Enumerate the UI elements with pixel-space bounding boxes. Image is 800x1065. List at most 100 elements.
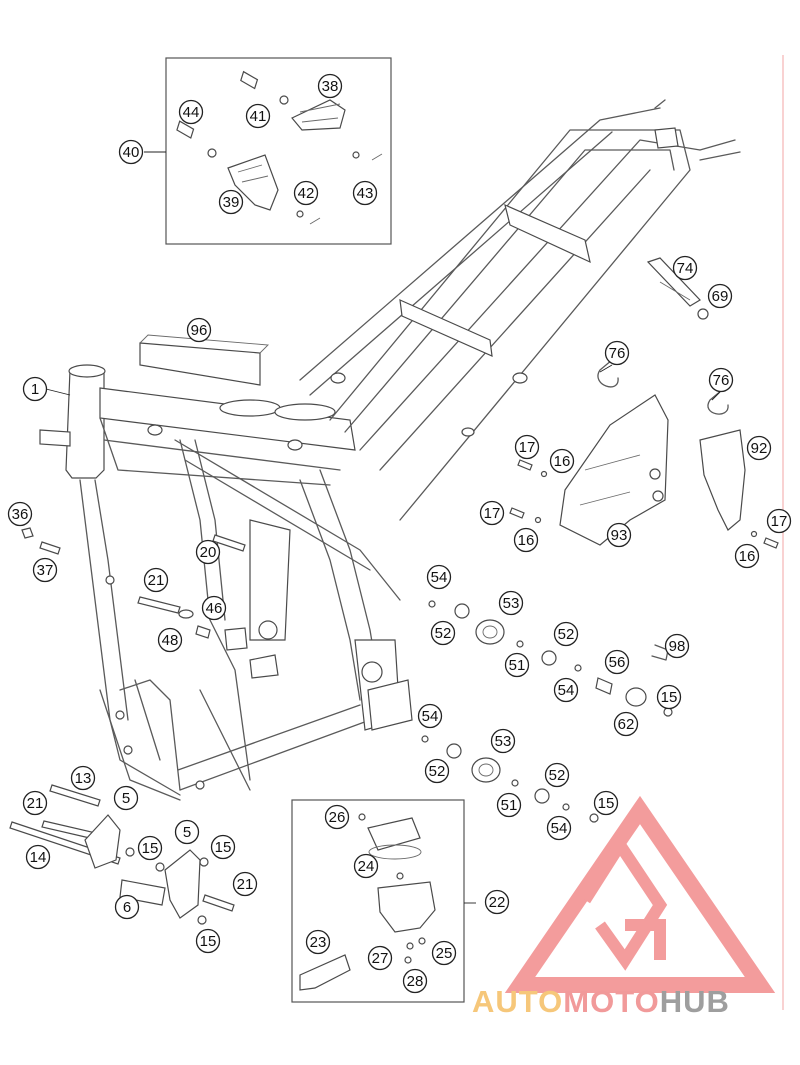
callout-23: 23 [305,929,331,955]
watermark-auto: AUTO [472,984,563,1019]
callout-52: 52 [430,620,456,646]
callout-label: 38 [322,78,339,95]
callout-25: 25 [431,940,457,966]
callout-76: 76 [708,367,734,393]
callout-14: 14 [25,844,51,870]
callout-circle [549,448,575,474]
callout-17: 17 [479,500,505,526]
callout-15: 15 [593,790,619,816]
callout-label: 98 [669,638,686,655]
callout-circle [352,180,378,206]
watermark-hub: HUB [660,984,730,1019]
engine-mounts [9,784,235,925]
callout-circle [504,652,530,678]
bracket-74 [646,257,709,320]
watermark-logo [504,795,776,993]
callout-circle [402,968,428,994]
callout-circle [672,255,698,281]
callout-label: 51 [501,797,518,814]
callout-label: 16 [554,453,571,470]
callout-52: 52 [544,762,570,788]
callout-label: 16 [518,532,535,549]
callout-circle [430,620,456,646]
callout-circle [367,945,393,971]
nut-36 [21,527,34,539]
callout-circle [195,928,221,954]
callout-circle [746,435,772,461]
callout-20: 20 [195,539,221,565]
callout-circle [604,649,630,675]
callout-label: 14 [30,849,47,866]
callout-38: 38 [317,73,343,99]
callout-label: 24 [358,858,375,875]
callout-label: 27 [372,950,389,967]
callout-label: 53 [495,733,512,750]
callout-36: 36 [7,501,33,527]
callout-43: 43 [352,180,378,206]
callout-circle [593,790,619,816]
callout-label: 6 [123,899,131,916]
callout-56: 56 [604,649,630,675]
callout-circle [544,762,570,788]
callout-circle [553,677,579,703]
callout-circle [70,765,96,791]
callout-40: 40 [118,139,144,165]
callout-circle [424,758,450,784]
callout-51: 51 [504,652,530,678]
callout-circle [201,595,227,621]
callout-circle [426,564,452,590]
callout-17: 17 [514,434,540,460]
callout-label: 36 [12,506,29,523]
callout-21: 21 [143,567,169,593]
callout-92: 92 [746,435,772,461]
small-bolts [509,459,779,549]
callout-label: 40 [123,144,140,161]
callout-label: 22 [489,894,506,911]
callout-16: 16 [734,543,760,569]
callout-circle [245,103,271,129]
callout-circle [708,367,734,393]
guard-93 [559,394,669,546]
callout-93: 93 [606,522,632,548]
callout-circle [178,99,204,125]
callout-label: 54 [551,820,568,837]
footpeg-parts [176,70,383,225]
callout-circle [195,539,221,565]
callout-label: 48 [162,632,179,649]
callout-circle [113,785,139,811]
airbox-parts [299,813,436,991]
callout-15: 15 [195,928,221,954]
callout-21: 21 [22,790,48,816]
callout-22: 22 [484,889,510,915]
callout-label: 52 [549,767,566,784]
callout-16: 16 [513,527,539,553]
callout-circle [766,508,792,534]
callout-13: 13 [70,765,96,791]
callout-circle [174,819,200,845]
callout-53: 53 [498,590,524,616]
callout-circle [613,711,639,737]
callout-96: 96 [186,317,212,343]
callout-label: 43 [357,185,374,202]
callout-label: 96 [191,322,208,339]
callout-label: 52 [435,625,452,642]
callout-circle [143,567,169,593]
callout-label: 76 [609,345,626,362]
leader-lines [45,151,721,904]
part-96-plate [139,334,270,386]
callout-circle [324,804,350,830]
callout-1: 1 [22,376,48,402]
callout-label: 17 [771,513,788,530]
callout-15: 15 [137,835,163,861]
callout-24: 24 [353,853,379,879]
callout-label: 13 [75,770,92,787]
guard-92 [699,429,746,531]
callout-26: 26 [324,804,350,830]
callout-label: 15 [598,795,615,812]
callout-circle [157,627,183,653]
callout-69: 69 [707,283,733,309]
callout-circle [479,500,505,526]
callout-16: 16 [549,448,575,474]
callout-label: 54 [431,569,448,586]
